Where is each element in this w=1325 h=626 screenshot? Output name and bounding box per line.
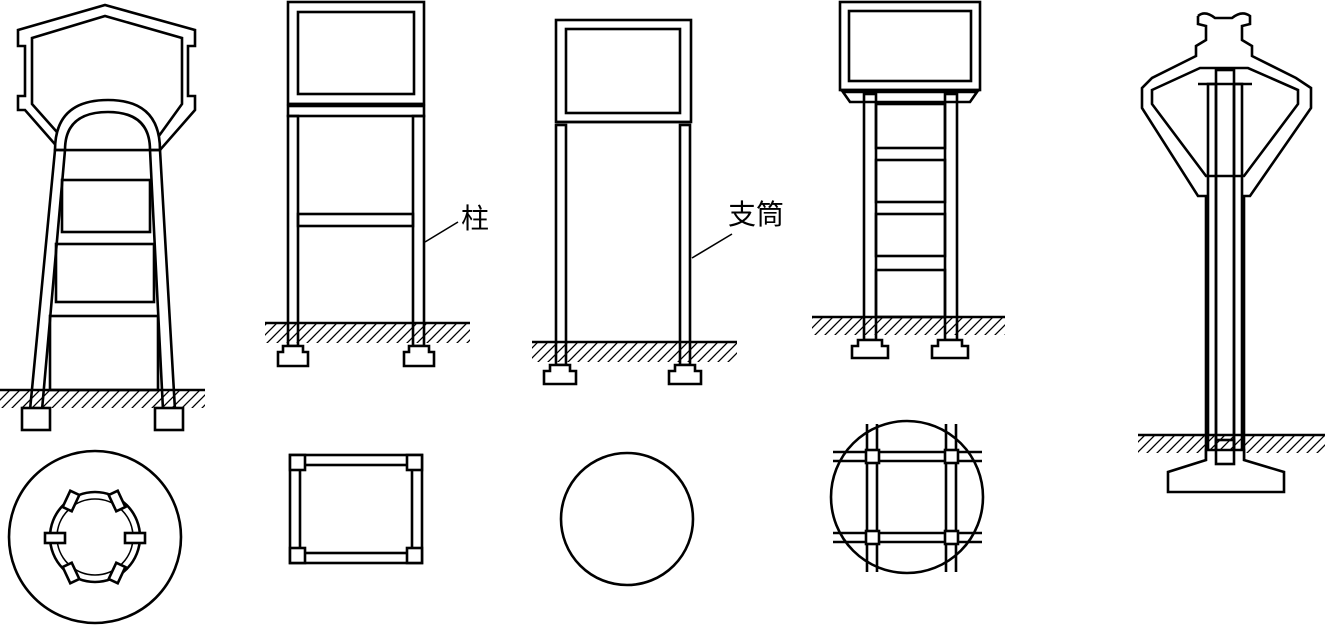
ground-hatch-5 <box>1138 435 1325 453</box>
ground-hatch-1 <box>0 390 205 408</box>
tower-5-elevation <box>1138 12 1325 494</box>
column-2-left <box>286 114 300 348</box>
ground-hatch-4 <box>812 317 1005 335</box>
tower-2-plan <box>288 453 424 565</box>
ground-hatch-3 <box>532 342 737 362</box>
tower-1-elevation <box>0 3 205 432</box>
tank-3 <box>554 18 693 124</box>
column-2-right <box>411 114 426 348</box>
tank-2 <box>286 0 426 106</box>
tower-4-plan <box>829 419 985 575</box>
tower-3-elevation: 支筒 <box>532 18 784 386</box>
tower-4-elevation <box>812 0 1005 360</box>
label-support-tube: 支筒 <box>728 198 784 231</box>
ground-hatch-2 <box>265 323 470 343</box>
tank-4 <box>838 0 982 92</box>
label-column: 柱 <box>461 202 489 235</box>
tower-1-plan <box>7 449 183 625</box>
tower-3-plan <box>559 451 695 587</box>
tower-2-elevation: 柱 <box>265 0 489 368</box>
